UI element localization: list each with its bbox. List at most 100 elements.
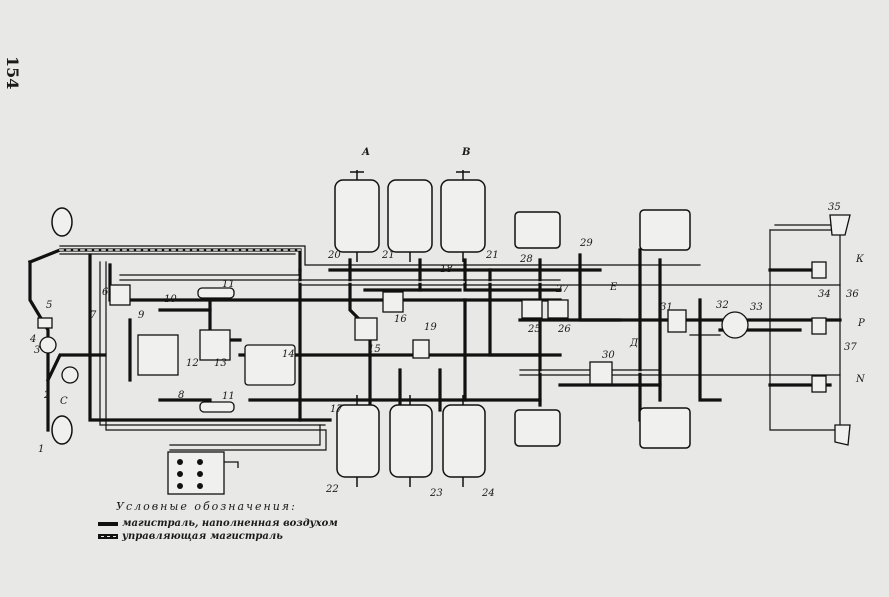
- valve-19: [412, 339, 430, 359]
- label-E: Е: [609, 282, 618, 293]
- label-30: 30: [602, 350, 615, 361]
- solid-line-swatch: [98, 521, 118, 526]
- coupling-37: [811, 317, 827, 335]
- label-36: 36: [846, 289, 859, 300]
- label-16: 16: [394, 314, 407, 325]
- chamber-rear-right-top: [639, 209, 691, 251]
- chamber-28: [514, 211, 561, 249]
- label-C: С: [60, 396, 68, 407]
- label-8: 8: [178, 390, 184, 401]
- label-19: 19: [424, 322, 437, 333]
- receiver-23: [389, 404, 433, 478]
- legend-title: Условные обозначения:: [116, 500, 297, 513]
- receivers: [334, 179, 486, 478]
- label-28: 28: [519, 254, 533, 265]
- coupling-34: [811, 261, 827, 279]
- label-21b: 21: [485, 250, 499, 261]
- legend-item-solid-text: магистраль, наполненная воздухом: [122, 518, 338, 529]
- brake-chambers: [51, 207, 691, 449]
- label-34: 34: [818, 289, 831, 300]
- legend-item-dashed-text: управляющая магистраль: [122, 531, 283, 542]
- devices: [37, 214, 851, 495]
- chamber-rear-left-bottom: [514, 409, 561, 447]
- valve-16: [382, 291, 404, 313]
- receiver-24: [442, 404, 486, 478]
- legend: Условные обозначения: магистраль, наполн…: [98, 500, 338, 543]
- label-12: 12: [186, 358, 199, 369]
- label-22: 22: [325, 484, 339, 495]
- device-5: [37, 317, 53, 329]
- device-11a: [197, 287, 235, 299]
- label-26: 26: [557, 324, 571, 335]
- chamber-rear-right-bottom: [639, 407, 691, 449]
- label-K: К: [855, 254, 864, 265]
- valve-25: [521, 299, 543, 319]
- label-10: 10: [164, 294, 177, 305]
- receiver-21b: [440, 179, 486, 253]
- dashed-line-swatch: [98, 534, 118, 539]
- label-20: 20: [327, 250, 341, 261]
- valve-26: [547, 299, 569, 319]
- label-6: 6: [102, 287, 109, 298]
- label-35: 35: [828, 202, 841, 213]
- label-5: 5: [46, 300, 52, 311]
- label-D: Д: [629, 338, 639, 349]
- label-15: 15: [368, 344, 381, 355]
- device-14: [244, 344, 296, 386]
- label-13: 13: [214, 358, 227, 369]
- label-25: 25: [527, 324, 541, 335]
- label-B: В: [461, 147, 470, 158]
- label-17: 17: [330, 404, 343, 415]
- label-9: 9: [138, 310, 145, 321]
- device-C: [61, 366, 79, 384]
- label-21a: 21: [381, 250, 395, 261]
- label-A: А: [361, 147, 370, 158]
- device-13: [199, 329, 231, 361]
- label-24: 24: [481, 488, 495, 499]
- device-11b: [199, 401, 235, 413]
- label-31: 31: [660, 302, 673, 313]
- label-3: 3: [34, 345, 40, 356]
- callout-labels: 1 2 3 4 5 6 7 8 9 10 11 11 12 13 14 15 1…: [29, 147, 866, 499]
- pressure-gauge-panel: [167, 451, 225, 495]
- valve-31: [667, 309, 687, 333]
- device-4: [39, 336, 57, 354]
- label-11b: 11: [222, 391, 235, 402]
- control-lines: [59, 224, 841, 451]
- label-37: 37: [844, 342, 857, 353]
- label-29: 29: [579, 238, 593, 249]
- label-7: 7: [90, 310, 97, 321]
- chamber-front-bottom: [51, 415, 73, 445]
- coupling-N: [811, 375, 827, 393]
- receiver-22: [336, 404, 380, 478]
- label-27: 27: [555, 284, 569, 295]
- label-4: 4: [29, 334, 36, 345]
- label-1: 1: [38, 444, 44, 455]
- label-N: N: [855, 374, 866, 385]
- label-18: 18: [440, 264, 453, 275]
- legend-item-solid: магистраль, наполненная воздухом: [98, 517, 338, 530]
- receiver-20: [334, 179, 380, 253]
- device-6: [109, 284, 131, 306]
- label-23: 23: [429, 488, 443, 499]
- label-2: 2: [43, 390, 50, 401]
- legend-item-dashed: управляющая магистраль: [98, 530, 338, 543]
- label-32: 32: [716, 300, 729, 311]
- label-11a: 11: [222, 279, 235, 290]
- label-14: 14: [282, 349, 295, 360]
- valve-30: [589, 361, 613, 385]
- receiver-caps: [350, 170, 470, 487]
- valve-15: [354, 317, 378, 341]
- label-33: 33: [750, 302, 763, 313]
- valve-33: [721, 311, 749, 339]
- chamber-front-top: [51, 207, 73, 237]
- supply-lines: [27, 248, 842, 432]
- device-35: [829, 214, 851, 236]
- rear-bracket: [834, 424, 851, 446]
- label-P: Р: [857, 318, 865, 329]
- receiver-21a: [387, 179, 433, 253]
- compressor-12: [137, 334, 179, 376]
- gauge-dots: [177, 459, 203, 489]
